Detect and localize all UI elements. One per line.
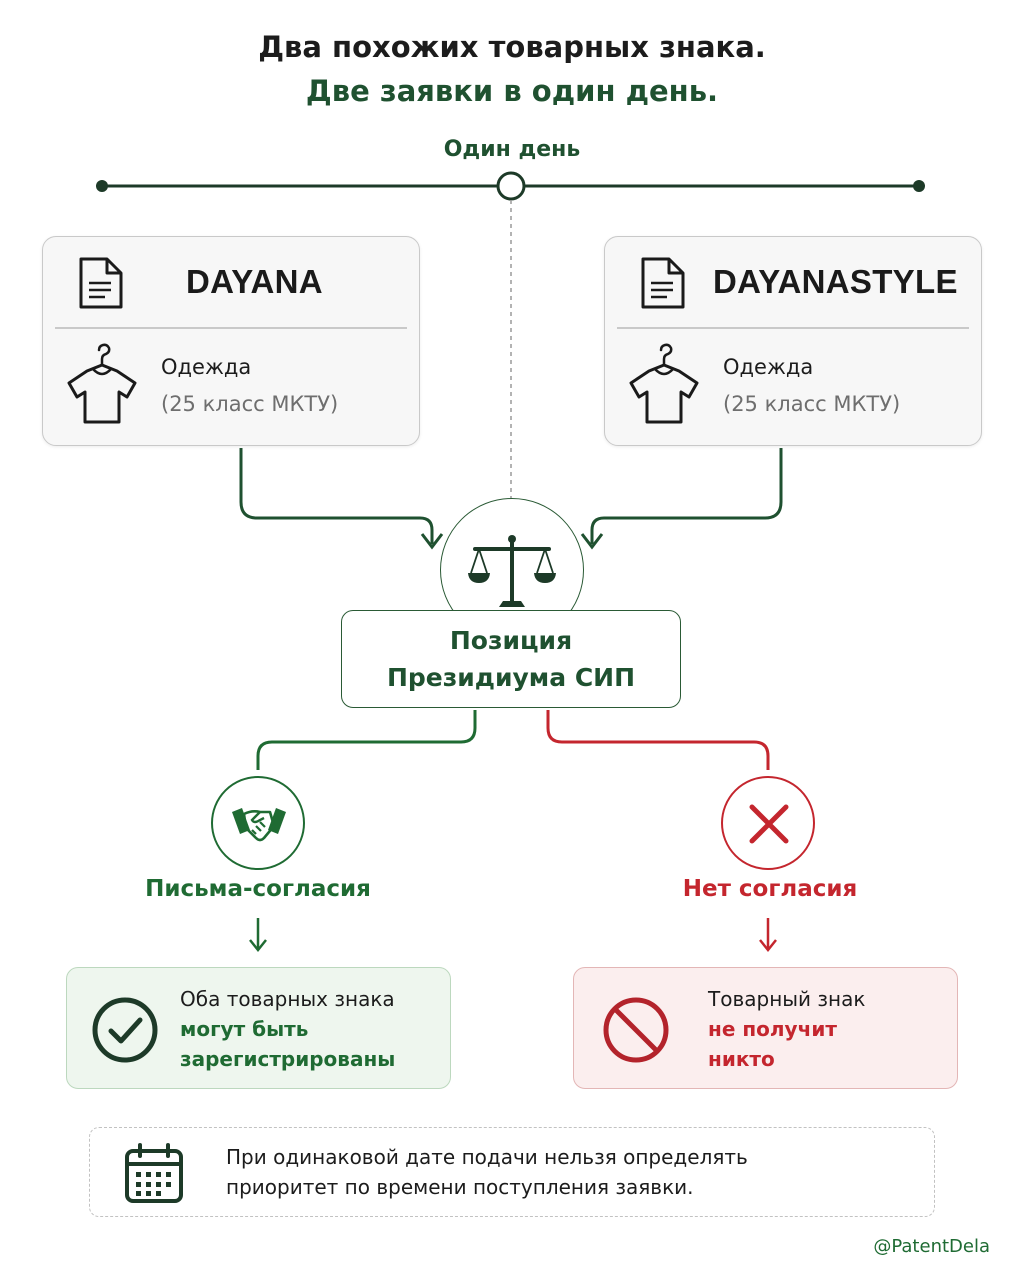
no-consent-result-box: Товарный знак не получит никто [573, 967, 958, 1089]
calendar-icon [124, 1142, 184, 1208]
consent-label: Письма-согласия [145, 876, 371, 902]
goods-name: Одежда [161, 355, 252, 379]
no-consent-result-text: Товарный знак не получит никто [708, 984, 865, 1074]
card-divider [617, 327, 969, 329]
page-title-line2: Две заявки в один день. [305, 74, 719, 108]
footer-handle: @PatentDela [873, 1236, 990, 1257]
no-consent-result-line1: Товарный знак [708, 987, 866, 1011]
trademark-name: DAYANASTYLE [713, 263, 958, 300]
consent-result-line1: Оба товарных знака [180, 987, 395, 1011]
decision-line1: Позиция [449, 626, 573, 655]
no-consent-branch-line [546, 710, 770, 770]
consent-result-text: Оба товарных знака могут быть зарегистри… [180, 984, 395, 1074]
consent-result-line3: зарегистрированы [180, 1047, 396, 1071]
timeline-label: Один день [443, 137, 581, 162]
consent-circle [211, 776, 305, 870]
no-consent-circle [721, 776, 815, 870]
application-card-dayana: DAYANA Одежда (25 класс МКТУ) [42, 236, 420, 446]
note-text: При одинаковой дате подачи нельзя опреде… [226, 1142, 748, 1202]
cross-icon [748, 803, 790, 849]
note-line1: При одинаковой дате подачи нельзя опреде… [226, 1145, 748, 1169]
goods-name: Одежда [723, 355, 814, 379]
goods-class: (25 класс МКТУ) [723, 392, 901, 416]
goods-class: (25 класс МКТУ) [161, 392, 339, 416]
handshake-icon [230, 800, 288, 850]
decision-box: Позиция Президиума СИП [341, 610, 681, 708]
tshirt-hanger-icon [627, 343, 701, 429]
timeline-start-dot [96, 180, 108, 192]
prohibited-icon [602, 996, 670, 1068]
timeline-end-dot [913, 180, 925, 192]
note-line2: приоритет по времени поступления заявки. [226, 1175, 694, 1199]
timeline-center-marker [496, 171, 526, 201]
left-card-arrowhead [420, 533, 444, 550]
scales-of-justice-icon [467, 531, 557, 615]
page-title-line1: Два похожих товарных знака. [258, 30, 766, 64]
document-icon [77, 255, 125, 315]
priority-note: При одинаковой дате подачи нельзя опреде… [89, 1127, 935, 1217]
no-consent-result-line2: не получит [708, 1017, 837, 1041]
right-card-arrowhead [580, 533, 604, 550]
no-consent-result-line3: никто [708, 1047, 775, 1071]
trademark-name: DAYANA [186, 263, 323, 300]
card-divider [55, 327, 407, 329]
application-card-dayanastyle: DAYANASTYLE Одежда (25 класс МКТУ) [604, 236, 982, 446]
consent-result-box: Оба товарных знака могут быть зарегистри… [66, 967, 451, 1089]
left-card-arrow [239, 448, 434, 544]
right-card-arrow [590, 448, 783, 544]
consent-result-line2: могут быть [180, 1017, 309, 1041]
tshirt-hanger-icon [65, 343, 139, 429]
checkmark-circle-icon [91, 996, 159, 1068]
document-icon [639, 255, 687, 315]
decision-line2: Президиума СИП [386, 663, 636, 692]
no-consent-label: Нет согласия [682, 876, 858, 902]
consent-branch-line [256, 710, 477, 770]
